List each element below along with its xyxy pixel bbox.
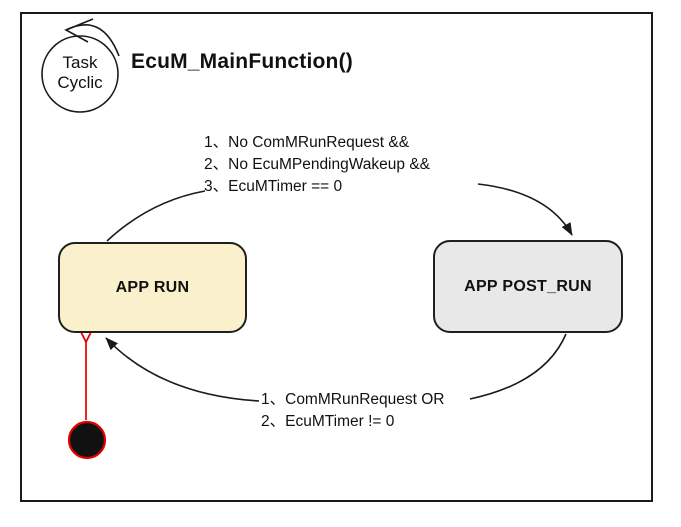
task-cyclic-circle xyxy=(41,35,119,113)
transition-label-postrun-to-run: 1、ComMRunRequest OR 2、EcuMTimer != 0 xyxy=(261,389,444,433)
state-app-run-label: APP RUN xyxy=(115,278,190,296)
state-app-post-run: APP POST_RUN xyxy=(433,240,623,333)
transition-curve-postrun-to-run-right xyxy=(469,333,567,400)
initial-state-dot xyxy=(67,420,107,460)
transition-curve-run-to-postrun-left xyxy=(106,190,206,242)
transition-condition-line: 1、ComMRunRequest OR xyxy=(261,391,445,408)
transition-arrow-postrun-to-run xyxy=(105,337,260,402)
transition-condition-line: 3、EcuMTimer == 0 xyxy=(204,178,343,195)
cyclic-arrowhead-icon xyxy=(64,18,94,43)
task-badge-line2: Cyclic xyxy=(57,73,103,92)
transition-condition-line: 2、No EcuMPendingWakeup && xyxy=(204,156,431,173)
page-title: EcuM_MainFunction() xyxy=(131,50,353,73)
task-badge-label: Task Cyclic xyxy=(41,53,119,93)
transition-label-run-to-postrun: 1、No ComMRunRequest && 2、No EcuMPendingW… xyxy=(204,132,430,198)
state-app-run: APP RUN xyxy=(58,242,247,333)
state-app-post-run-label: APP POST_RUN xyxy=(464,277,592,295)
transition-condition-line: 2、EcuMTimer != 0 xyxy=(261,413,395,430)
transition-arrow-run-to-postrun xyxy=(477,183,573,236)
task-badge-line1: Task xyxy=(62,53,98,72)
transition-condition-line: 1、No ComMRunRequest && xyxy=(204,134,410,151)
